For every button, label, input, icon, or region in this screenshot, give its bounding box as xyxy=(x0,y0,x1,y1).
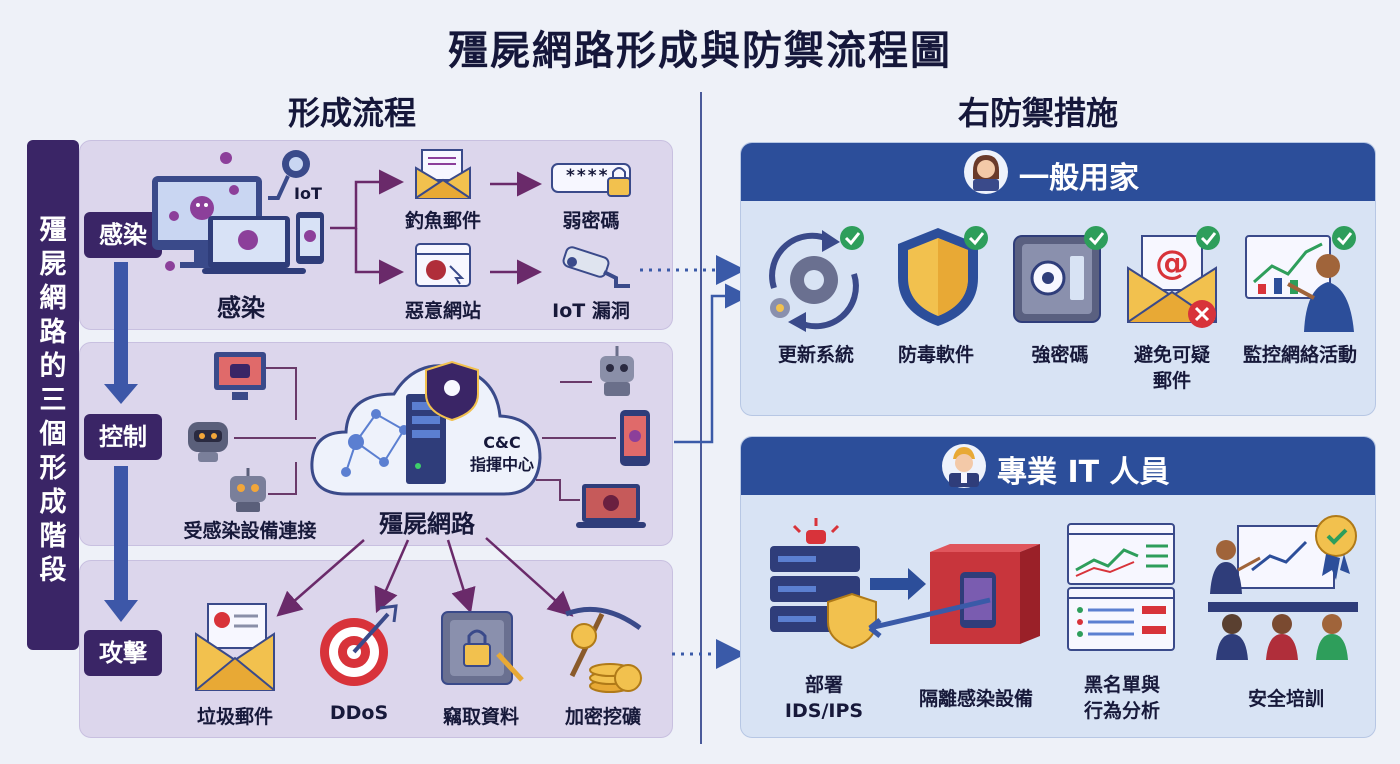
isolate-device-icon xyxy=(868,544,1040,644)
pro-item-training: 安全培訓 xyxy=(1247,688,1324,710)
ddos-target-icon xyxy=(320,604,398,686)
iot-camera-icon xyxy=(562,246,630,288)
infected-phone-icon xyxy=(620,410,650,466)
divider-line xyxy=(700,92,702,744)
stage-label-attack: 攻擊 xyxy=(84,630,162,676)
page-title: 殭屍網路形成與防禦流程圖 xyxy=(448,28,952,74)
home-item-avoid-suspicious: 避免可疑 郵件 xyxy=(1133,344,1210,392)
attack-item-data-theft: 竊取資料 xyxy=(442,706,519,728)
crypto-mining-icon xyxy=(565,606,642,693)
ids-ips-server-icon xyxy=(770,518,877,650)
malicious-site-icon xyxy=(415,243,471,287)
home-user-avatar-icon xyxy=(964,150,1008,194)
infect-item-iot-vuln: IoT 漏洞 xyxy=(552,300,630,322)
cc-label: C&C 指揮中心 xyxy=(462,432,542,476)
suspicious-email-icon: @ xyxy=(1127,226,1220,328)
bot-robot-right-icon xyxy=(600,346,634,396)
infected-laptop-icon xyxy=(576,484,646,528)
spam-email-icon xyxy=(195,603,275,691)
data-theft-safe-icon xyxy=(441,611,524,685)
it-pro-header: 專業 IT 人員 xyxy=(741,437,1375,495)
infect-item-malicious-site: 惡意網站 xyxy=(404,300,481,322)
pro-item-blacklist: 黑名單與 行為分析 xyxy=(1083,674,1160,722)
it-pro-avatar-icon xyxy=(942,444,986,488)
stage-label-infect: 感染 xyxy=(84,212,162,258)
svg-text:@: @ xyxy=(1155,243,1189,283)
phishing-email-icon xyxy=(415,149,471,199)
right-heading: 右防禦措施 xyxy=(958,94,1119,132)
infect-main-label: 感染 xyxy=(217,294,265,322)
iot-label: IoT xyxy=(294,184,322,203)
it-pro-title: 專業 IT 人員 xyxy=(997,455,1170,490)
stage-side-bar xyxy=(27,140,79,650)
update-system-icon xyxy=(769,226,864,332)
bot-robot-small-icon xyxy=(230,468,266,512)
infected-devices-icon xyxy=(152,150,324,274)
home-item-strong-password: 強密碼 xyxy=(1031,344,1089,366)
infected-monitor-icon xyxy=(214,352,266,400)
bot-robot-icon xyxy=(188,422,228,462)
attack-item-ddos: DDoS xyxy=(329,702,389,724)
pro-item-ids-ips: 部署 IDS/IPS xyxy=(784,674,864,722)
security-training-icon xyxy=(1208,515,1358,660)
weak-password-icon xyxy=(551,163,631,197)
home-users-header: 一般用家 xyxy=(741,143,1375,201)
password-mask: **** xyxy=(566,166,610,186)
stage-label-control: 控制 xyxy=(84,414,162,460)
blacklist-analysis-icon xyxy=(1067,523,1175,651)
botnet-label: 殭屍網路 xyxy=(379,510,475,538)
infect-item-weak-password: 弱密碼 xyxy=(562,210,620,232)
cc-label-line1: C&C xyxy=(483,433,521,452)
home-item-antivirus: 防毒軟件 xyxy=(897,344,974,366)
pro-item-isolate: 隔離感染設備 xyxy=(918,688,1033,710)
antivirus-shield-icon xyxy=(898,226,988,326)
home-users-title: 一般用家 xyxy=(1019,161,1139,196)
stage-side-bar-text: 殭屍網路的三個形成階段 xyxy=(39,215,67,586)
network-monitoring-icon xyxy=(1245,226,1356,332)
strong-password-safe-icon xyxy=(1013,226,1108,323)
home-item-monitor: 監控網絡活動 xyxy=(1242,344,1357,366)
attack-item-spam: 垃圾郵件 xyxy=(196,706,273,728)
infect-item-phishing: 釣魚郵件 xyxy=(404,210,481,232)
home-item-update: 更新系統 xyxy=(777,344,854,366)
left-heading: 形成流程 xyxy=(288,94,417,132)
attack-item-crypto-mining: 加密挖礦 xyxy=(564,706,641,728)
cc-label-line2: 指揮中心 xyxy=(469,455,534,474)
infected-devices-label: 受感染設備連接 xyxy=(183,520,317,542)
cc-cloud-icon xyxy=(310,360,542,496)
